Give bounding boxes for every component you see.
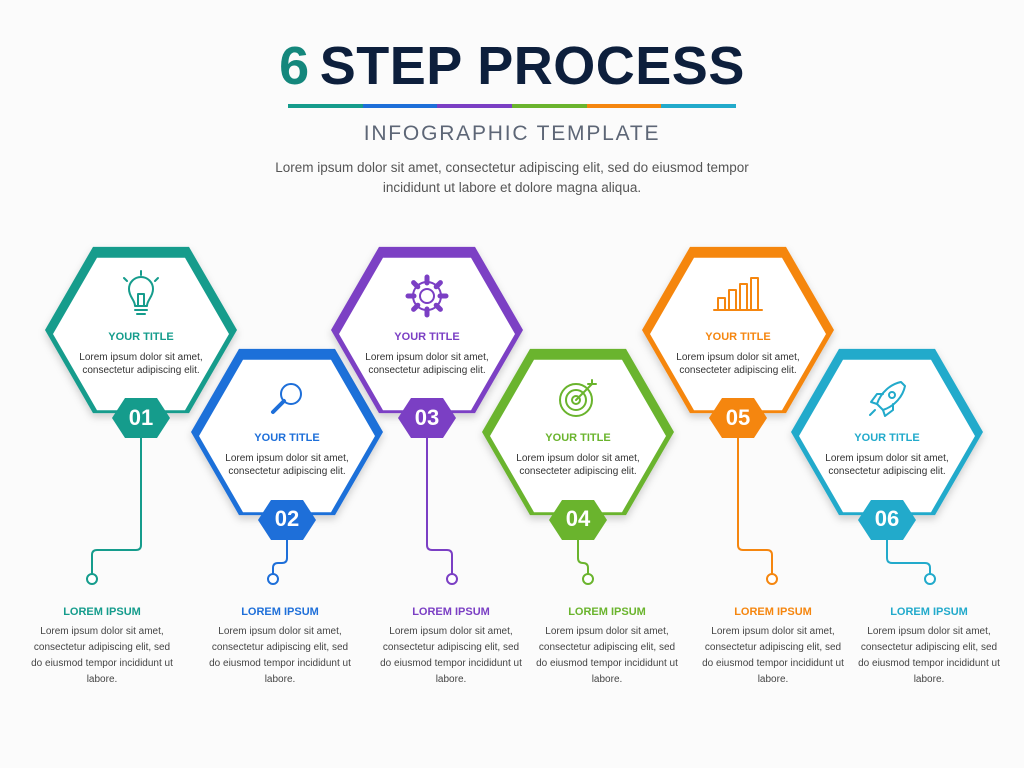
step-text: Lorem ipsum dolor sit amet, consectetur … (365, 352, 489, 376)
bottom-title: LOREM IPSUM (241, 606, 319, 618)
step-number: 05 (725, 405, 751, 430)
step-title: YOUR TITLE (394, 331, 460, 343)
step-hexagon (642, 246, 834, 438)
rocket-icon (869, 381, 906, 417)
bottom-text: Lorem ipsum dolor sit amet, consectetur … (536, 626, 678, 685)
connector-line (86, 432, 142, 585)
bottom-text: Lorem ipsum dolor sit amet, consectetur … (858, 626, 1000, 685)
number-badge (258, 500, 316, 540)
step-hexagon (191, 348, 383, 540)
connector-dot (86, 573, 98, 585)
step-title: YOUR TITLE (705, 331, 771, 343)
step-hexagon (45, 246, 237, 438)
connector-line (267, 534, 288, 585)
step-hexagon (791, 348, 983, 540)
connector-dot (924, 573, 936, 585)
bottom-text: Lorem ipsum dolor sit amet, consectetur … (702, 626, 844, 685)
gear-icon (405, 274, 449, 318)
bottom-title: LOREM IPSUM (568, 606, 646, 618)
bottom-text: Lorem ipsum dolor sit amet, consectetur … (31, 626, 173, 685)
step-hexagon (482, 348, 674, 540)
number-badge (709, 398, 767, 438)
intro-text: Lorem ipsum dolor sit amet, consectetur … (275, 160, 749, 195)
connector-dot (582, 573, 594, 585)
bottom-title: LOREM IPSUM (890, 606, 968, 618)
step-number: 04 (565, 506, 591, 531)
connector-line (886, 534, 936, 585)
number-badge (549, 500, 607, 540)
step-hexagon (331, 246, 523, 438)
connector-dot (766, 573, 778, 585)
title-underline (288, 104, 737, 108)
step-text: Lorem ipsum dolor sit amet, consecteter … (516, 453, 640, 477)
title-number: 6 (279, 36, 310, 96)
step-title: YOUR TITLE (545, 432, 611, 444)
title-text: STEP PROCESS (319, 36, 745, 96)
step-number: 03 (414, 405, 440, 430)
step-title: YOUR TITLE (108, 331, 174, 343)
step-text: Lorem ipsum dolor sit amet, consecteter … (676, 352, 800, 376)
number-badge (398, 398, 456, 438)
page-subtitle: INFOGRAPHIC TEMPLATE (363, 122, 661, 145)
connector-line (577, 534, 594, 585)
step-number: 01 (128, 405, 154, 430)
lightbulb-icon (123, 270, 159, 315)
bottom-title: LOREM IPSUM (734, 606, 812, 618)
step-text: Lorem ipsum dolor sit amet, consectetur … (225, 453, 349, 477)
bar-chart-icon (713, 277, 763, 311)
bottom-text: Lorem ipsum dolor sit amet, consectetur … (380, 626, 522, 685)
bottom-text: Lorem ipsum dolor sit amet, consectetur … (209, 626, 351, 685)
bottom-title: LOREM IPSUM (63, 606, 141, 618)
bottom-title: LOREM IPSUM (412, 606, 490, 618)
step-title: YOUR TITLE (254, 432, 320, 444)
connector-line (737, 432, 778, 585)
connector-dot (446, 573, 458, 585)
connector-dot (267, 573, 279, 585)
magnifier-icon (271, 383, 302, 414)
step-number: 02 (274, 506, 300, 531)
step-number: 06 (874, 506, 900, 531)
target-icon (559, 379, 597, 417)
step-text: Lorem ipsum dolor sit amet, consectetur … (825, 453, 949, 477)
number-badge (858, 500, 916, 540)
step-title: YOUR TITLE (854, 432, 920, 444)
step-text: Lorem ipsum dolor sit amet, consectetur … (79, 352, 203, 376)
connector-line (426, 432, 458, 585)
number-badge (112, 398, 170, 438)
